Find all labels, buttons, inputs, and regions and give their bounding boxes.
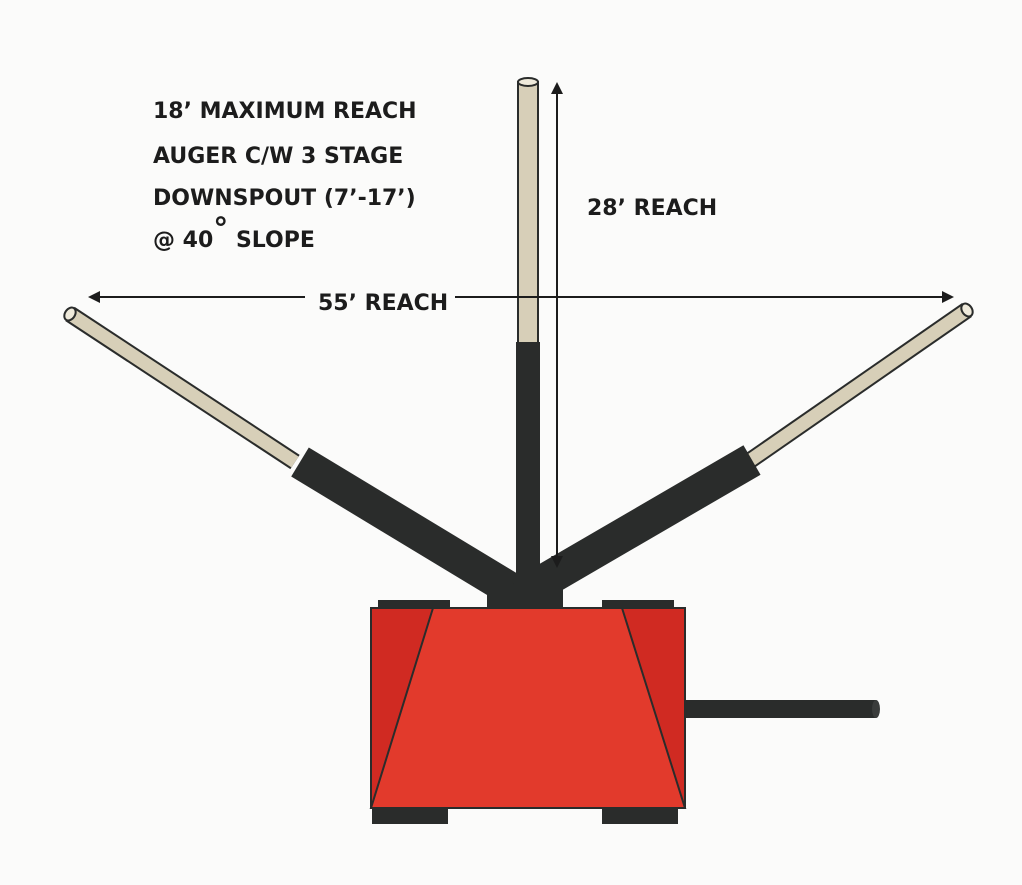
spec-line-1: 18’ MAXIMUM REACH	[153, 99, 417, 124]
horizontal-reach-dimension: 55’ REACH	[88, 291, 954, 316]
spec-text-block: 18’ MAXIMUM REACH AUGER C/W 3 STAGE DOWN…	[153, 99, 417, 253]
horizontal-reach-label: 55’ REACH	[318, 291, 448, 316]
auger-body	[369, 607, 687, 809]
tow-hitch	[684, 700, 880, 718]
spec-line-4-prefix: @ 40	[153, 228, 213, 253]
spec-line-4-suffix: SLOPE	[228, 228, 315, 253]
vertical-reach-dimension: 28’ REACH	[551, 82, 717, 568]
right-downspout	[511, 302, 974, 610]
spec-line-2: AUGER C/W 3 STAGE	[153, 144, 403, 169]
spec-line-4: @ 40° SLOPE	[153, 212, 315, 253]
left-downspout	[63, 306, 529, 610]
degree-symbol: °	[213, 212, 228, 247]
vertical-downspout	[516, 77, 540, 592]
spec-line-3: DOWNSPOUT (7’-17’)	[153, 186, 416, 211]
vertical-reach-label: 28’ REACH	[587, 196, 717, 221]
